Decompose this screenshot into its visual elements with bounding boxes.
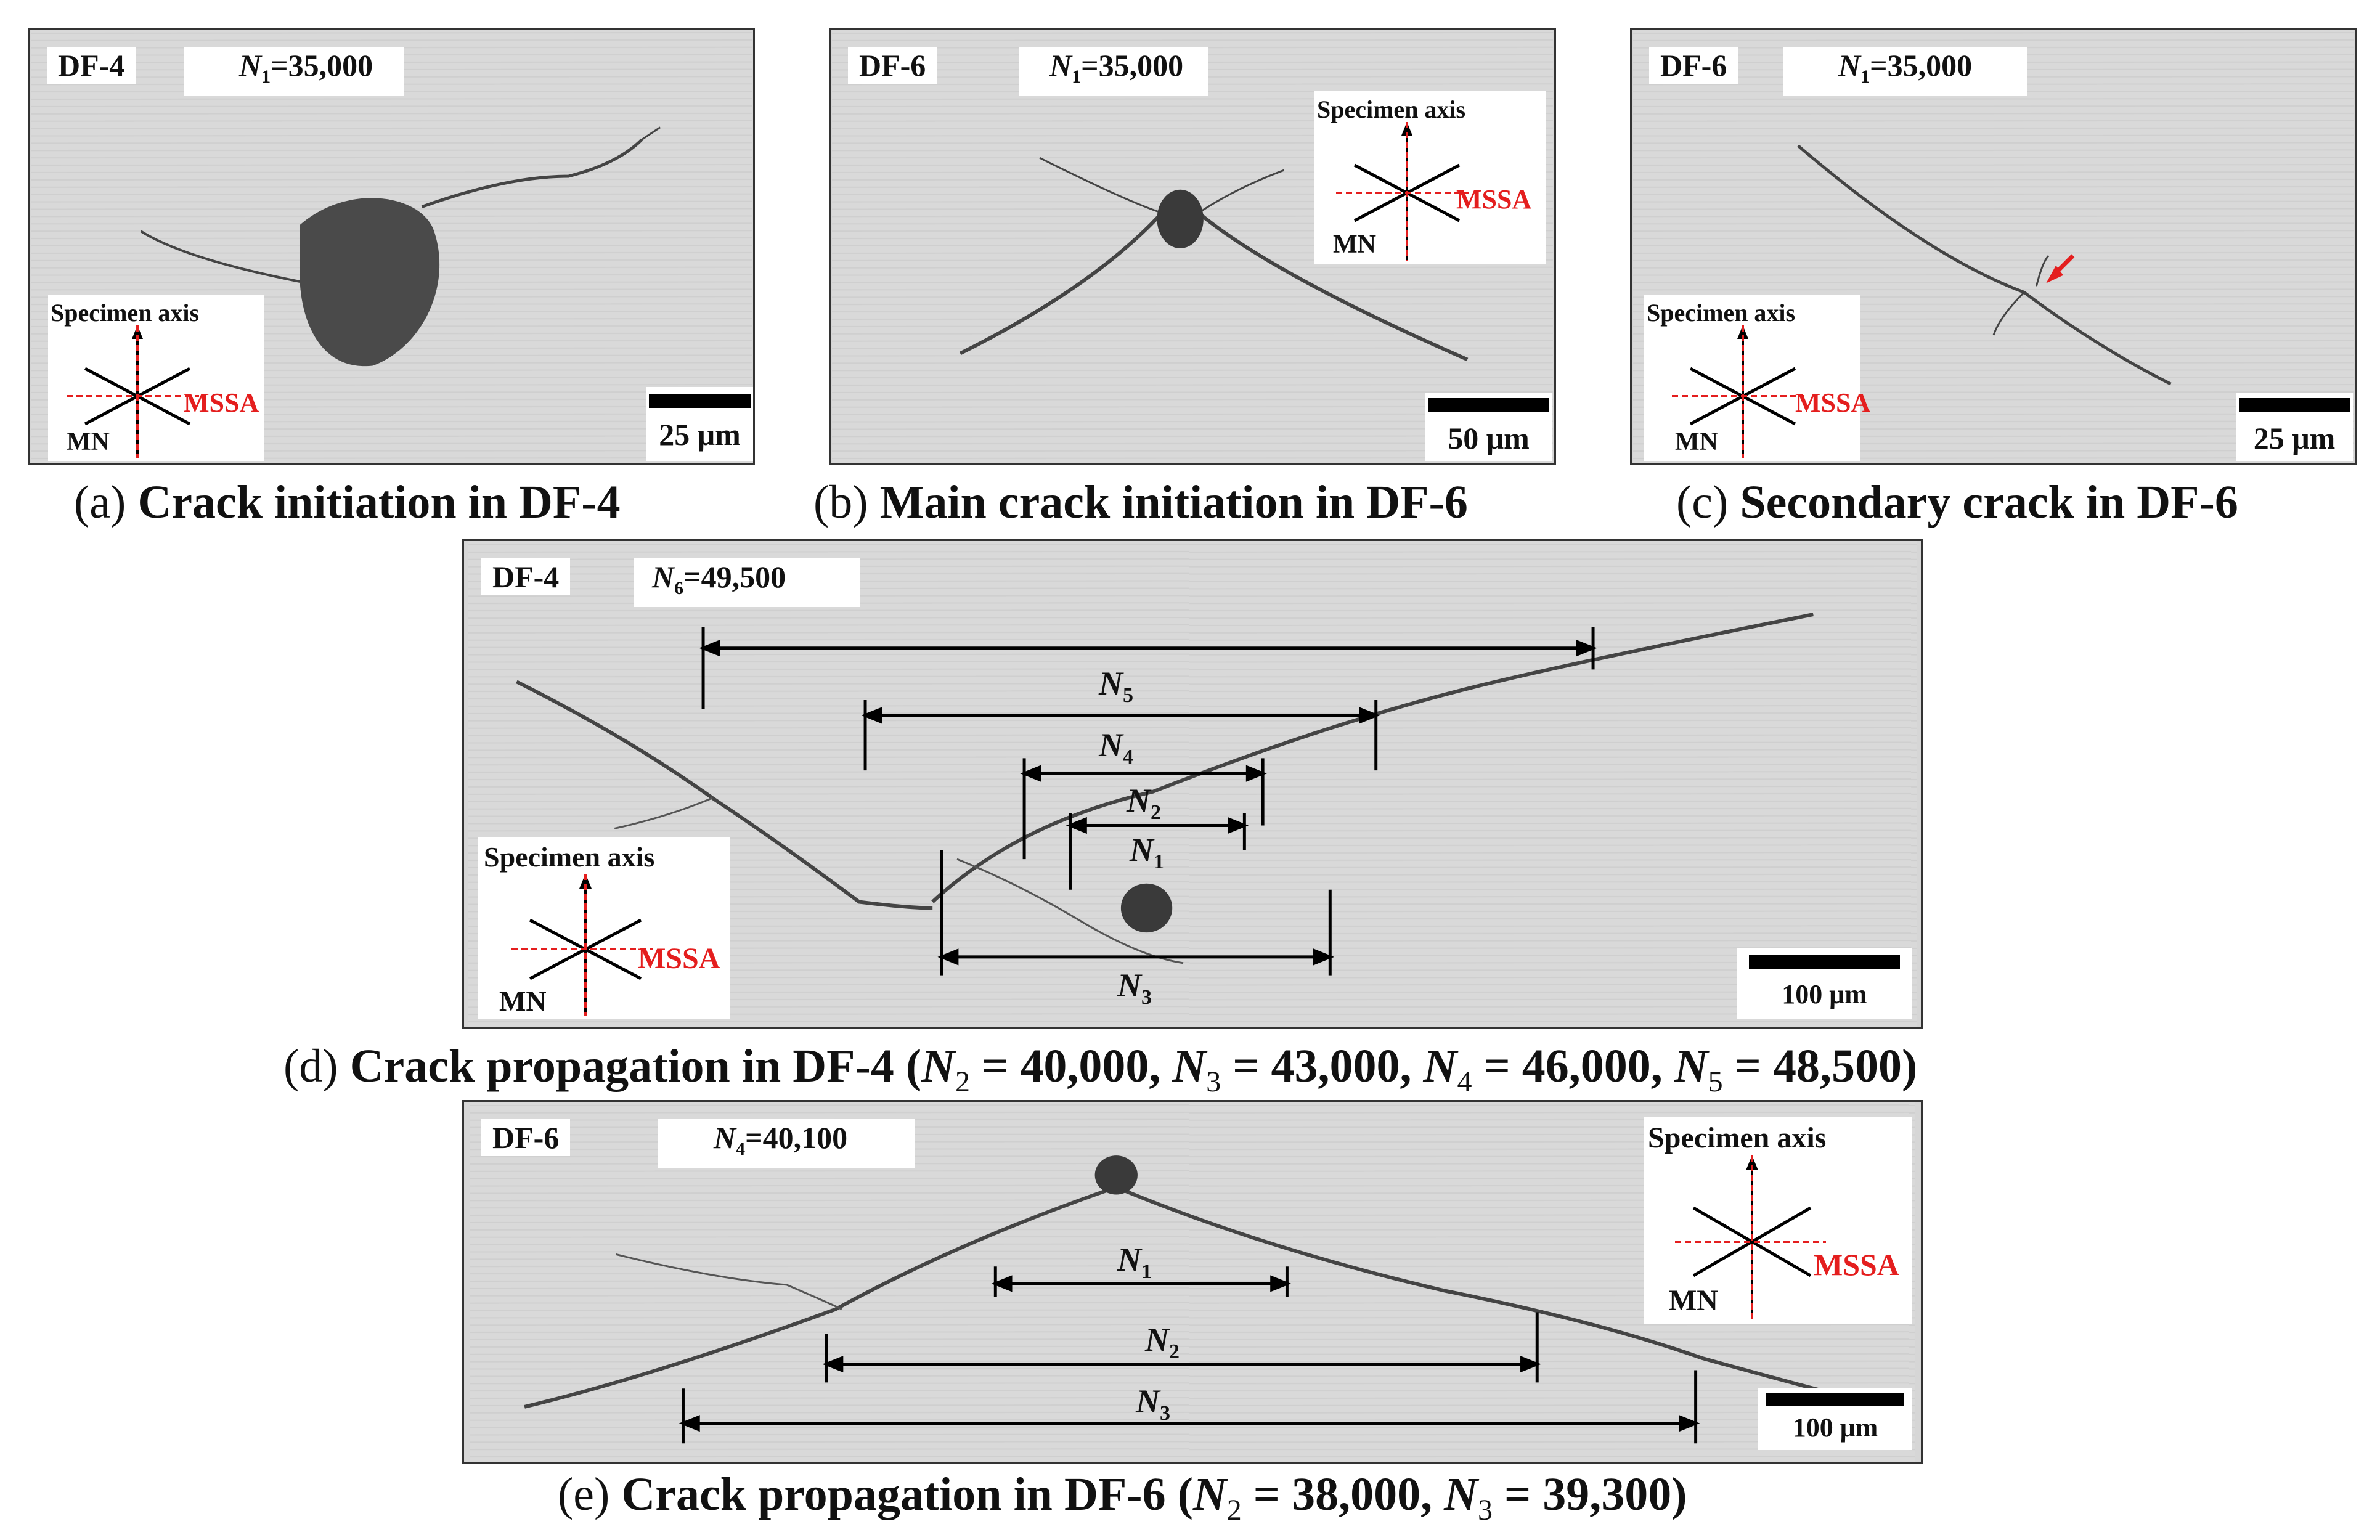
specimen-tag: DF-6 — [1649, 47, 1738, 84]
specimen-axis-label: Specimen axis — [1648, 1122, 1827, 1154]
scale-bar-label: 100 μm — [1782, 979, 1867, 1009]
scale-bar-label: 25 μm — [659, 417, 741, 452]
n2-label: N2 — [1127, 782, 1161, 824]
scale-bar-line — [649, 394, 751, 408]
orientation-inset: Specimen axis MSSA MN — [48, 295, 264, 461]
specimen-axis-label: Specimen axis — [51, 299, 200, 327]
caption-a: (a) Crack initiation in DF-4 — [74, 476, 621, 528]
n3-label: N3 — [1136, 1383, 1170, 1425]
scale-bar-label: 100 μm — [1792, 1412, 1878, 1443]
orientation-diagram-icon — [1336, 122, 1469, 261]
cycle-tag: N1=35,000 — [1019, 47, 1208, 96]
orientation-diagram-icon — [1675, 1155, 1826, 1319]
mssa-label: MSSA — [1814, 1247, 1899, 1282]
caption-d: (d) Crack propagation in DF-4 (N2 = 40,0… — [283, 1040, 1918, 1099]
orientation-diagram-icon — [67, 325, 199, 458]
scale-bar-line — [2239, 398, 2350, 412]
n5-label: N5 — [1099, 665, 1133, 707]
scale-bar-line — [1428, 398, 1549, 412]
mn-label: MN — [1669, 1284, 1718, 1317]
orientation-inset: Specimen axis MSSA MN — [1644, 295, 1870, 461]
scale-bar-line — [1766, 1393, 1904, 1406]
specimen-tag: DF-4 — [47, 47, 136, 84]
orientation-diagram-icon — [1672, 325, 1804, 458]
panel-a-micrograph: DF-4 N1=35,000 Specimen axis MSSA MN 25 … — [28, 28, 755, 465]
specimen-tag: DF-6 — [848, 47, 937, 84]
mn-label: MN — [499, 985, 547, 1017]
mssa-label: MSSA — [1456, 184, 1532, 214]
mssa-label: MSSA — [1795, 388, 1871, 418]
caption-c: (c) Secondary crack in DF-6 — [1676, 476, 2238, 528]
specimen-axis-label: Specimen axis — [1647, 299, 1796, 327]
panel-b-micrograph: DF-6 N1=35,000 Specimen axis MSSA MN 50 … — [829, 28, 1556, 465]
orientation-inset: Specimen axis MSSA MN — [478, 837, 730, 1019]
cycle-tag: N6=49,500 — [634, 558, 860, 607]
specimen-tag: DF-4 — [481, 558, 571, 595]
cycle-tag: N4=40,100 — [658, 1119, 916, 1168]
specimen-axis-label: Specimen axis — [484, 841, 655, 873]
specimen-tag: DF-6 — [481, 1119, 571, 1156]
n3-label: N3 — [1117, 967, 1152, 1009]
mssa-label: MSSA — [638, 942, 720, 975]
scale-bar: 50 μm — [1425, 393, 1552, 461]
scale-bar-line — [1749, 955, 1900, 969]
scale-bar: 100 μm — [1737, 948, 1912, 1019]
n4-label: N4 — [1099, 727, 1133, 768]
orientation-inset: Specimen axis MSSA MN — [1644, 1117, 1912, 1324]
panel-d-micrograph: DF-4 N6=49,500 N5 N4 N2 N1 N3 Specimen a… — [462, 539, 1923, 1029]
n1-label: N1 — [1117, 1241, 1152, 1283]
cycle-tag: N1=35,000 — [184, 47, 404, 96]
n1-label: N1 — [1130, 831, 1164, 873]
n2-label: N2 — [1145, 1321, 1180, 1363]
mn-label: MN — [1675, 428, 1718, 456]
panel-e-micrograph: DF-6 N4=40,100 N1 N2 N3 Specimen axis MS… — [462, 1100, 1923, 1464]
scale-bar: 25 μm — [646, 387, 753, 461]
caption-e: (e) Crack propagation in DF-6 (N2 = 38,0… — [558, 1469, 1687, 1527]
scale-bar: 25 μm — [2236, 393, 2353, 461]
panel-c-micrograph: DF-6 N1=35,000 Specimen axis MSSA MN 25 … — [1630, 28, 2357, 465]
mssa-label: MSSA — [184, 388, 259, 418]
scale-bar-label: 25 μm — [2253, 421, 2336, 455]
caption-b: (b) Main crack initiation in DF-6 — [813, 476, 1468, 528]
scale-bar-label: 50 μm — [1448, 421, 1530, 455]
mn-label: MN — [1333, 230, 1376, 259]
orientation-inset: Specimen axis MSSA MN — [1314, 91, 1546, 264]
orientation-diagram-icon — [511, 874, 653, 1016]
specimen-axis-label: Specimen axis — [1317, 96, 1466, 123]
cycle-tag: N1=35,000 — [1783, 47, 2028, 96]
mn-label: MN — [67, 428, 110, 456]
scale-bar: 100 μm — [1758, 1388, 1912, 1450]
